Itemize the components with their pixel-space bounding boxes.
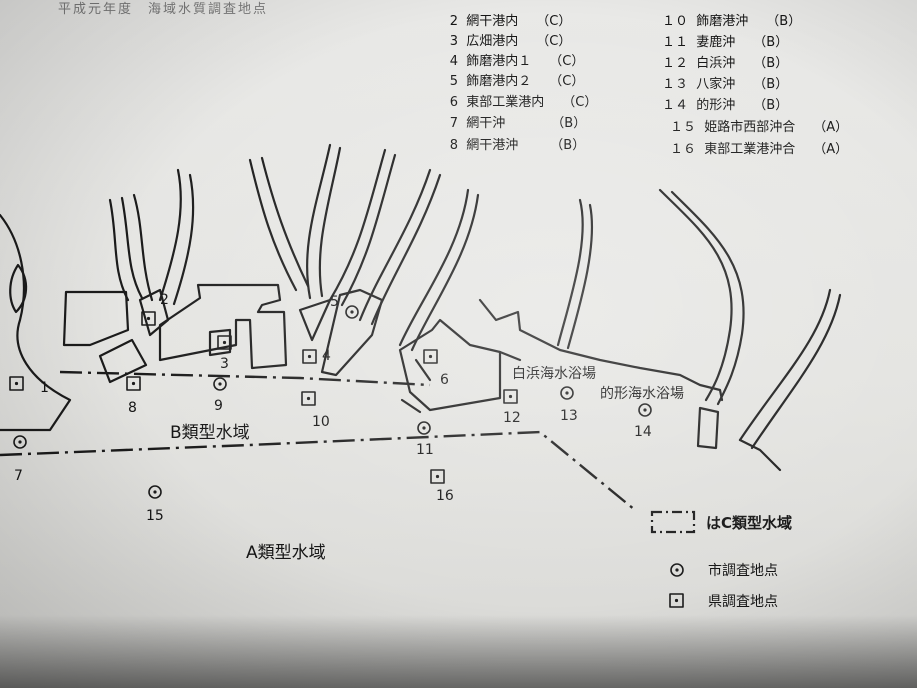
station-5-label: 5 bbox=[330, 294, 339, 310]
header-title: 平成元年度 海域水質調査地点 bbox=[58, 2, 269, 17]
legend-row: 8 網干港沖（B） bbox=[449, 138, 586, 153]
station-15-label: 15 bbox=[146, 508, 164, 524]
legend-row: １２ 白浜沖（B） bbox=[661, 56, 789, 71]
station-6-marker[interactable] bbox=[423, 349, 438, 364]
rivers bbox=[108, 143, 842, 450]
station-9-marker[interactable] bbox=[213, 377, 227, 391]
station-12-marker[interactable] bbox=[503, 389, 518, 404]
c-zone-boundary bbox=[59, 370, 431, 387]
legend-row: 2 網干港内（C） bbox=[449, 14, 572, 29]
station-7-label: 7 bbox=[14, 468, 23, 484]
legend-row: １４ 的形沖（B） bbox=[661, 98, 789, 113]
station-16-marker[interactable] bbox=[430, 469, 445, 484]
station-10-marker[interactable] bbox=[301, 391, 316, 406]
station-8-label: 8 bbox=[128, 400, 137, 416]
station-2-marker[interactable] bbox=[141, 311, 156, 326]
legend-row: 3 広畑港内（C） bbox=[449, 34, 572, 49]
legend-row: 6 東部工業港内（C） bbox=[449, 95, 598, 110]
legend-row: １５ 姫路市西部沖合（A） bbox=[669, 120, 849, 135]
b-zone-boundary bbox=[0, 430, 636, 511]
legend-row: 4 飾磨港内１（C） bbox=[449, 54, 585, 69]
station-10-label: 10 bbox=[312, 414, 330, 430]
pref-point-legend-icon bbox=[669, 593, 684, 608]
symbol-legend: はC類型水域 市調査地点 県調査地点 bbox=[650, 510, 792, 610]
station-11-marker[interactable] bbox=[417, 421, 431, 435]
station-6-label: 6 bbox=[440, 372, 449, 388]
legend-row: １６ 東部工業港沖合（A） bbox=[669, 142, 849, 157]
legend-row: 7 網干沖（B） bbox=[449, 116, 587, 131]
city-point-legend-label: 市調査地点 bbox=[708, 562, 778, 579]
c-zone-legend-icon bbox=[650, 510, 696, 534]
station-1-label: 1 bbox=[40, 380, 49, 396]
station-4-label: 4 bbox=[322, 348, 331, 364]
matogata-beach-label: 的形海水浴場 bbox=[600, 386, 684, 402]
station-2-label: 2 bbox=[160, 292, 169, 308]
station-3-marker[interactable] bbox=[217, 335, 232, 350]
c-zone-legend-label: はC類型水域 bbox=[706, 514, 792, 532]
b-zone-label: B類型水域 bbox=[170, 423, 250, 443]
station-16-label: 16 bbox=[436, 488, 454, 504]
station-7-marker[interactable] bbox=[13, 435, 27, 449]
legend-row: １０ 飾磨港沖（B） bbox=[661, 14, 802, 29]
legend-row: １３ 八家沖（B） bbox=[661, 77, 789, 92]
station-8-marker[interactable] bbox=[126, 376, 141, 391]
legend-row: １１ 妻鹿沖（B） bbox=[661, 35, 789, 50]
station-15-marker[interactable] bbox=[148, 485, 162, 499]
city-point-legend-icon bbox=[670, 563, 684, 577]
station-5-marker[interactable] bbox=[345, 305, 359, 319]
station-9-label: 9 bbox=[214, 398, 223, 414]
coastline bbox=[0, 213, 782, 472]
station-12-label: 12 bbox=[503, 410, 521, 426]
station-3-label: 3 bbox=[220, 356, 229, 372]
legend-row: 5 飾磨港内２（C） bbox=[449, 74, 585, 89]
station-markers: 1 2 3 4 5 6 7 8 9 10 11 12 13 bbox=[9, 292, 652, 524]
station-11-label: 11 bbox=[416, 442, 434, 458]
a-zone-label: A類型水域 bbox=[246, 543, 326, 563]
pref-point-legend-label: 県調査地点 bbox=[708, 594, 778, 610]
shirahama-beach-label: 白浜海水浴場 bbox=[512, 366, 596, 382]
station-4-marker[interactable] bbox=[302, 349, 317, 364]
station-14-label: 14 bbox=[634, 424, 652, 440]
station-1-marker[interactable] bbox=[9, 376, 24, 391]
station-13-marker[interactable] bbox=[560, 386, 574, 400]
station-14-marker[interactable] bbox=[638, 403, 652, 417]
station-13-label: 13 bbox=[560, 408, 578, 424]
